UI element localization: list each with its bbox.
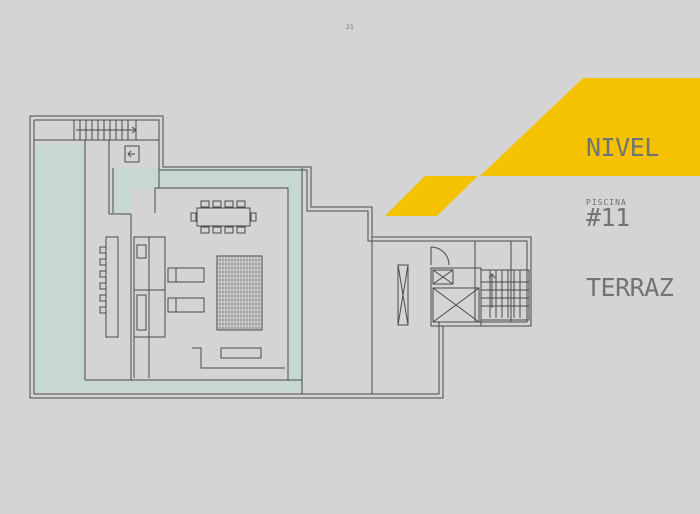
- pool-right: [288, 168, 302, 380]
- page-title: NIVEL #11 TERRAZ: [586, 90, 700, 323]
- title-line-1: NIVEL: [586, 133, 659, 162]
- pool-bottom: [85, 380, 302, 393]
- title-line-3: TERRAZ: [586, 273, 674, 302]
- page-number: 21: [346, 24, 354, 31]
- title-line-2: #11: [586, 203, 630, 232]
- yellow-stripe: [385, 176, 478, 216]
- pool-corner: [113, 188, 131, 213]
- pool-left: [35, 145, 85, 393]
- pool-top: [113, 168, 288, 188]
- outer-wall: [29, 115, 532, 399]
- section-subtitle: PISCINA: [586, 198, 627, 207]
- yellow-banner: [480, 78, 700, 176]
- inner-wall: [33, 119, 528, 395]
